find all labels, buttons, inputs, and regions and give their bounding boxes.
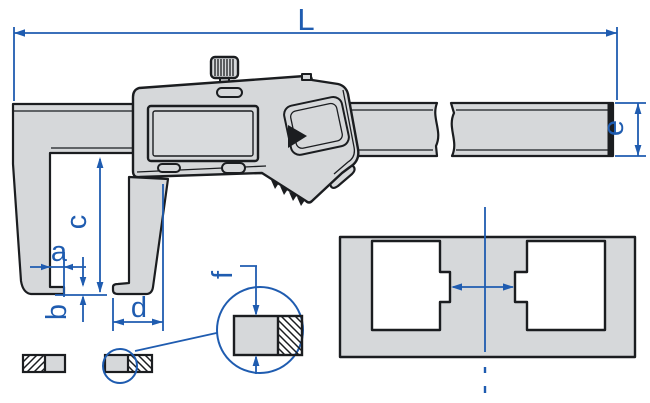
tip-section-2-face	[105, 355, 128, 372]
detail-leader-line	[134, 331, 222, 352]
label-a: a	[51, 236, 68, 268]
arrowhead-left	[113, 318, 124, 326]
detail-view	[102, 286, 304, 384]
label-b: b	[41, 304, 73, 320]
arrowhead-up	[252, 355, 260, 366]
thumb-grip-teeth	[271, 180, 305, 206]
housing-bottom-slot-right	[221, 162, 246, 174]
section-left-cavity	[370, 239, 452, 332]
tip-section-2-hatched	[128, 355, 152, 372]
arrowhead-up	[96, 157, 104, 168]
beam-segment-a	[348, 101, 440, 158]
arrowhead-down	[634, 145, 642, 156]
detail-tip-face	[234, 316, 278, 355]
arrowhead-left	[451, 283, 462, 291]
housing-top-right-button	[301, 73, 312, 81]
arrowhead-down	[79, 277, 87, 287]
label-d: d	[131, 292, 147, 324]
dimension-labels: L a b c d e f	[41, 2, 630, 324]
label-L: L	[297, 2, 314, 37]
lcd-display-screen	[152, 110, 254, 157]
dimension-c	[96, 157, 104, 293]
arrowhead-up	[634, 103, 642, 114]
arrowhead	[41, 263, 50, 271]
caliper-drawing	[11, 55, 615, 296]
dimension-L	[13, 27, 618, 101]
tip-section-1-hatched	[23, 355, 45, 372]
arrowhead-down	[96, 282, 104, 293]
arrowhead-right	[503, 283, 514, 291]
housing-bottom-slot-left	[157, 163, 181, 173]
section-right-cavity	[513, 239, 607, 332]
detail-tip-border	[232, 314, 304, 357]
label-e: e	[598, 120, 630, 136]
beam-left-and-fixed-jaw	[11, 102, 135, 296]
label-c: c	[61, 215, 93, 230]
arrowhead-right	[606, 29, 617, 37]
dimension-annotations	[13, 27, 646, 393]
detail-tip-hatched	[278, 316, 302, 355]
dimension-e	[615, 102, 646, 157]
tip-section-1-face	[45, 355, 65, 372]
arrowhead-up	[79, 295, 87, 305]
arrowhead	[64, 263, 73, 271]
housing-top-slot	[216, 87, 243, 98]
beam-segment-b	[449, 101, 615, 158]
thumb-roller-knurling	[214, 59, 234, 76]
dimension-a	[30, 252, 86, 297]
label-f: f	[207, 270, 239, 279]
dimension-f	[240, 265, 260, 374]
button-panel-depression	[283, 95, 350, 156]
groove-measuring-arrows	[451, 207, 514, 393]
arrowhead-down	[252, 305, 260, 316]
moving-jaw	[111, 175, 170, 296]
arrowhead-left	[14, 29, 25, 37]
panel-bevel-line	[333, 89, 356, 175]
detail-source-circle	[102, 348, 138, 384]
power-triangle-button	[288, 125, 307, 148]
dimension-b	[55, 257, 107, 322]
arrowhead-right	[152, 318, 163, 326]
groove-section-figure	[338, 235, 637, 359]
dimension-d	[112, 184, 164, 331]
jaw-tip-sections	[21, 353, 154, 374]
